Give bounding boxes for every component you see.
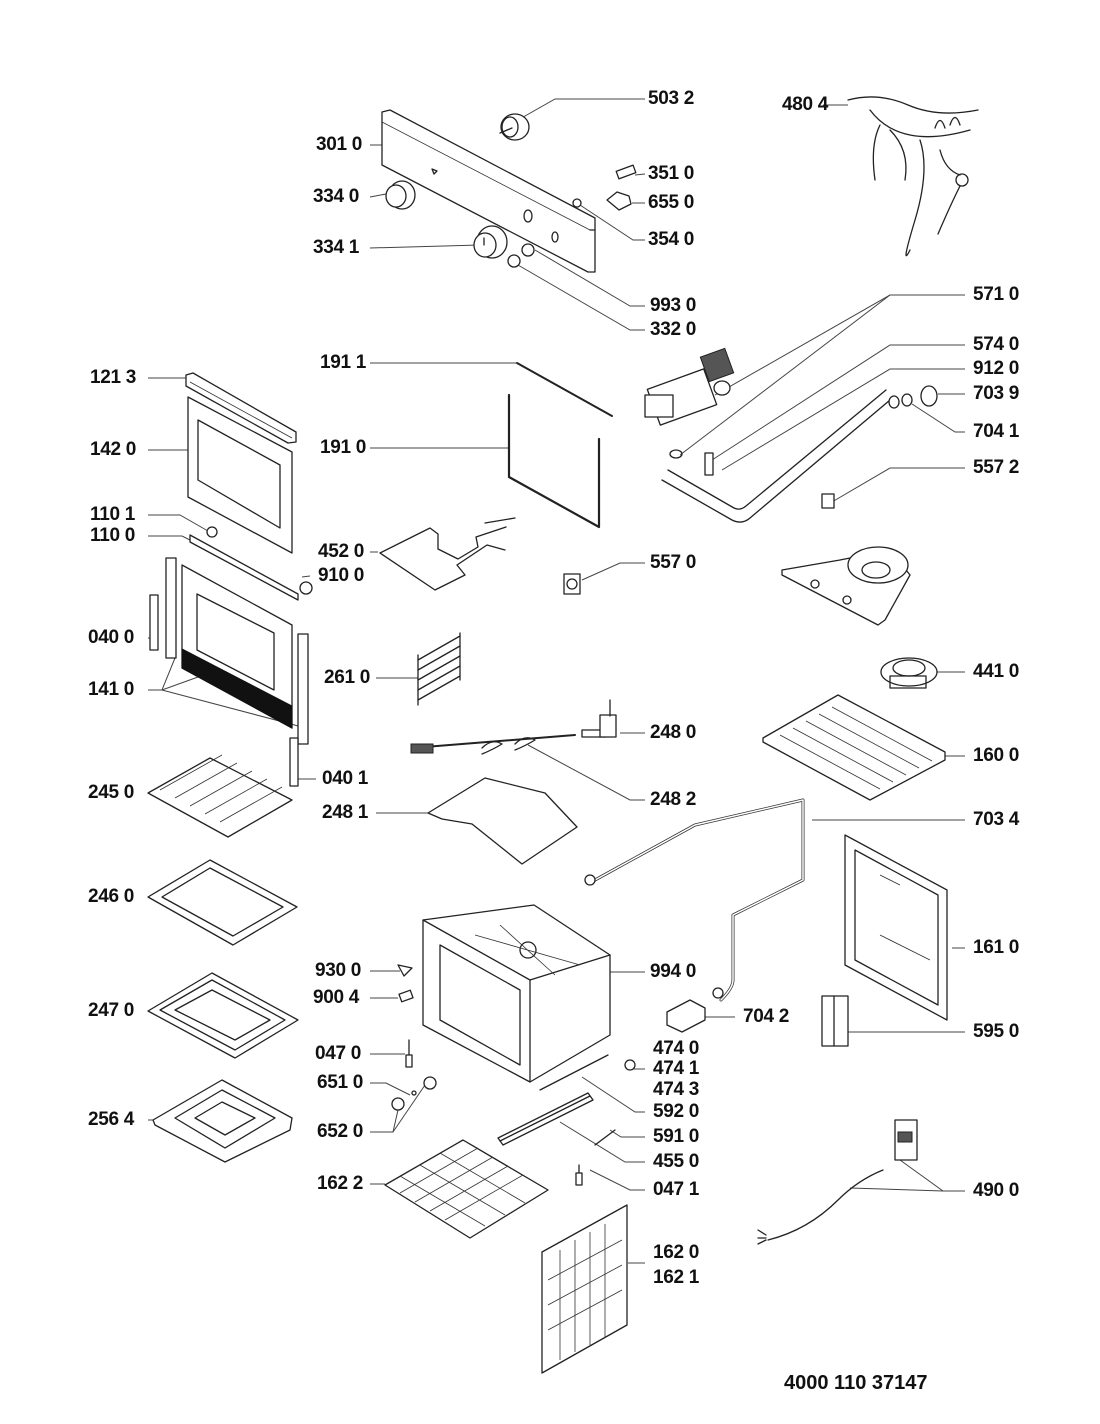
outer-door-part [149,557,309,787]
inner-glass-part [187,396,293,554]
part-label-441-0[interactable]: 441 0 [973,661,1020,682]
oven-cavity-part [422,904,611,1083]
part-label-704-1[interactable]: 704 1 [973,421,1020,442]
rear-grease-filter-part [762,694,946,801]
part-label-655-0[interactable]: 655 0 [648,192,695,213]
part-label-703-9[interactable]: 703 9 [973,383,1020,404]
part-label-334-0[interactable]: 334 0 [313,186,360,207]
part-label-246-0[interactable]: 246 0 [88,886,135,907]
part-label-040-0[interactable]: 040 0 [88,627,135,648]
part-label-332-0[interactable]: 332 0 [650,319,697,340]
part-label-351-0[interactable]: 351 0 [648,163,695,184]
side-panel-part [541,1204,628,1374]
part-label-910-0[interactable]: 910 0 [318,565,365,586]
power-cable-part [757,1119,918,1245]
pipe-bracket-part [666,999,706,1033]
part-label-993-0[interactable]: 993 0 [650,295,697,316]
part-label-121-3[interactable]: 121 3 [90,367,137,388]
part-label-248-1[interactable]: 248 1 [322,802,369,823]
part-label-900-4[interactable]: 900 4 [313,987,360,1008]
rotisserie-spit-part [410,699,617,755]
control-panel-part [381,109,596,273]
door-top-trim-part [185,372,297,444]
part-label-912-0[interactable]: 912 0 [973,358,1020,379]
wiring-harness-part [847,96,979,257]
part-label-704-2[interactable]: 704 2 [743,1006,790,1027]
part-label-162-0[interactable]: 162 0 [653,1242,700,1263]
part-label-651-0[interactable]: 651 0 [317,1072,364,1093]
long-gas-pipe-part [584,798,805,1002]
part-label-452-0[interactable]: 452 0 [318,541,365,562]
part-label-256-4[interactable]: 256 4 [88,1109,135,1130]
part-label-474-3[interactable]: 474 3 [653,1079,700,1100]
gas-pipe-part [661,385,938,523]
part-label-161-0[interactable]: 161 0 [973,937,1020,958]
part-label-110-0[interactable]: 110 0 [90,525,135,546]
part-label-480-4[interactable]: 480 4 [782,94,829,115]
part-label-652-0[interactable]: 652 0 [317,1121,364,1142]
part-label-571-0[interactable]: 571 0 [973,284,1020,305]
part-label-595-0[interactable]: 595 0 [973,1021,1020,1042]
fan-housing-part [781,546,911,626]
knob-part [385,180,508,259]
part-label-247-0[interactable]: 247 0 [88,1000,135,1021]
part-label-040-1[interactable]: 040 1 [322,768,369,789]
part-label-162-2[interactable]: 162 2 [317,1173,364,1194]
fan-part [880,657,938,689]
gas-burner-part [497,1054,636,1186]
part-label-301-0[interactable]: 301 0 [316,134,363,155]
part-label-141-0[interactable]: 141 0 [88,679,135,700]
part-label-994-0[interactable]: 994 0 [650,961,697,982]
side-shelf-rail-part [417,632,461,706]
part-label-591-0[interactable]: 591 0 [653,1126,700,1147]
part-label-142-0[interactable]: 142 0 [90,439,137,460]
part-label-557-0[interactable]: 557 0 [650,552,697,573]
part-label-455-0[interactable]: 455 0 [653,1151,700,1172]
part-label-110-1[interactable]: 110 1 [90,504,135,525]
part-label-557-2[interactable]: 557 2 [973,457,1020,478]
grill-pan-part [152,1079,293,1163]
part-label-160-0[interactable]: 160 0 [973,745,1020,766]
part-label-474-1[interactable]: 474 1 [653,1058,700,1079]
part-label-261-0[interactable]: 261 0 [324,667,371,688]
gas-valve-part [644,347,735,426]
baking-tray-part [147,859,298,946]
back-panel-part [844,834,948,1021]
part-label-191-0[interactable]: 191 0 [320,437,367,458]
part-label-248-0[interactable]: 248 0 [650,722,697,743]
part-label-703-4[interactable]: 703 4 [973,809,1020,830]
clock-timer-part [499,113,530,141]
part-label-354-0[interactable]: 354 0 [648,229,695,250]
part-label-334-1[interactable]: 334 1 [313,237,360,258]
part-label-248-2[interactable]: 248 2 [650,789,697,810]
door-profile-part [189,526,313,601]
panel-small-parts [507,164,637,268]
part-label-047-0[interactable]: 047 0 [315,1043,362,1064]
part-label-574-0[interactable]: 574 0 [973,334,1020,355]
part-label-162-1[interactable]: 162 1 [653,1267,700,1288]
terminal-block-part [821,995,849,1047]
document-number: 4000 110 37147 [784,1372,928,1394]
part-label-592-0[interactable]: 592 0 [653,1101,700,1122]
part-label-047-1[interactable]: 047 1 [653,1179,700,1200]
part-label-474-0[interactable]: 474 0 [653,1038,700,1059]
part-label-503-2[interactable]: 503 2 [648,88,695,109]
cavity-small-parts [391,964,437,1111]
rotisserie-frame-part [427,777,578,865]
grill-element-part [379,517,516,591]
top-heating-element-part [507,362,613,529]
part-label-930-0[interactable]: 930 0 [315,960,362,981]
part-label-191-1[interactable]: 191 1 [320,352,367,373]
deep-roasting-tray-part [147,972,299,1059]
thermostat-part [563,573,581,595]
part-label-245-0[interactable]: 245 0 [88,782,135,803]
wire-shelf-part [147,754,293,838]
bottom-shelf-part [384,1139,549,1239]
part-label-490-0[interactable]: 490 0 [973,1180,1020,1201]
